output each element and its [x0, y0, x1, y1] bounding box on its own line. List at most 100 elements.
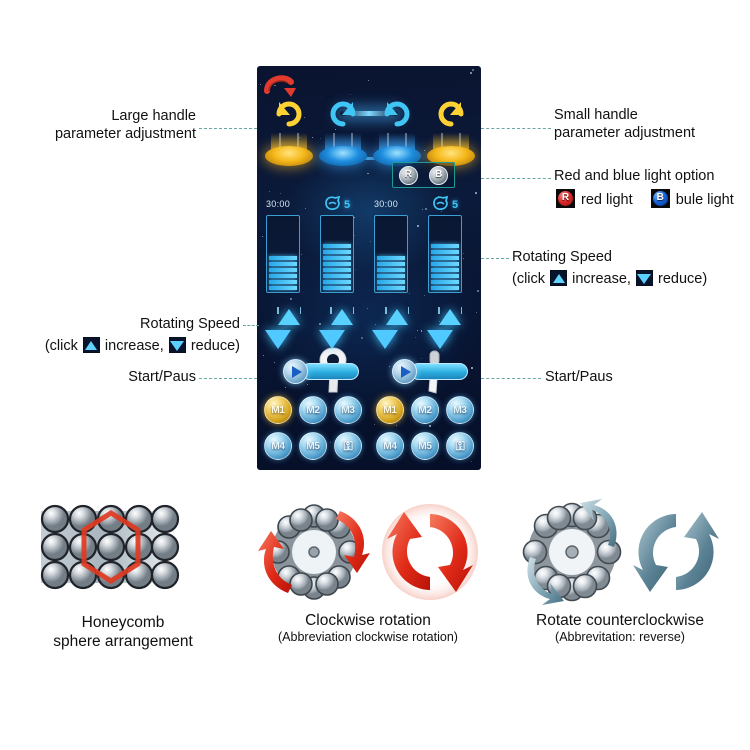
rot-left-mid: increase, — [104, 337, 164, 354]
channel-3-slider[interactable] — [374, 215, 408, 293]
diagram-ccw-title1: Rotate counterclockwise — [536, 612, 704, 629]
red-light-badge-icon: R — [556, 188, 575, 208]
callout-light-option-legend: R red light B bule light — [554, 188, 734, 210]
channel-3-timer[interactable]: 30:00 — [374, 199, 399, 209]
memory-button-m2[interactable]: M2 — [411, 396, 439, 424]
slider-segment — [431, 286, 459, 290]
memory-button-m4[interactable]: M4 — [376, 432, 404, 460]
rot-right-pre: (click — [512, 270, 546, 287]
lock-glyph: ⚿ — [455, 439, 465, 453]
leader-line-start-pause-left — [199, 378, 257, 379]
save-lock-icon[interactable]: ⚿ — [334, 432, 362, 460]
save-lock-icon[interactable]: ⚿ — [446, 432, 474, 460]
rotate-ccw-icon — [325, 96, 361, 135]
speed-increase-button-1[interactable] — [276, 306, 302, 328]
start-pause-row — [257, 359, 481, 389]
handle-3-small-right[interactable] — [371, 95, 423, 167]
memory-button-m2[interactable]: M2 — [299, 396, 327, 424]
memory-button-m5[interactable]: M5 — [299, 432, 327, 460]
channel-4-slider-fill — [429, 242, 461, 292]
toggle-track — [410, 363, 468, 380]
speed-decrease-button-4[interactable] — [425, 328, 455, 350]
speed-increase-button-3[interactable] — [384, 306, 410, 328]
speed-decrease-button-2[interactable] — [317, 328, 347, 350]
callout-large-handle-line2: parameter adjustment — [54, 125, 196, 142]
rotate-cw-icon — [379, 96, 415, 135]
clockwise-rotation-image — [258, 504, 478, 600]
start-pause-toggle-right[interactable] — [392, 359, 468, 384]
handle-1-large-left[interactable] — [263, 95, 315, 167]
channel-2-header: 5 — [317, 195, 373, 214]
honeycomb-sphere-image — [40, 504, 180, 590]
red-light-button[interactable]: R — [398, 165, 418, 185]
start-pause-toggle-left[interactable] — [283, 359, 359, 384]
callout-large-handle-line1: Large handle — [111, 108, 196, 124]
leader-line-rot-speed-right — [481, 258, 509, 259]
memory-button-m5[interactable]: M5 — [411, 432, 439, 460]
center-glow-bar-lower — [349, 157, 389, 160]
toggle-track — [301, 363, 359, 380]
blue-light-button[interactable]: B — [429, 165, 449, 185]
slider-segment — [377, 268, 405, 272]
intensity-icon: 5 — [431, 194, 458, 211]
channel-1-header: 30:00 — [263, 199, 319, 214]
memory-button-m3[interactable]: M3 — [446, 396, 474, 424]
slider-segment — [431, 280, 459, 284]
callout-start-pause-right-text: Start/Paus — [545, 369, 613, 385]
slider-segment — [431, 274, 459, 278]
leader-line-large-handle — [199, 128, 257, 129]
slider-segment — [269, 280, 297, 284]
memory-button-m3[interactable]: M3 — [334, 396, 362, 424]
light-option-group: R B — [392, 162, 455, 188]
slider-segment — [377, 256, 405, 260]
speed-increase-button-2[interactable] — [329, 306, 355, 328]
channel-3: 30:00 — [371, 199, 427, 293]
channel-2-slider-fill — [321, 242, 353, 292]
speed-decrease-button-1[interactable] — [263, 328, 293, 350]
memory-button-m4[interactable]: M4 — [264, 432, 292, 460]
slider-segment — [269, 268, 297, 272]
callout-large-handle: Large handle parameter adjustment — [0, 108, 196, 143]
slider-segment — [269, 262, 297, 266]
channel-1-slider[interactable] — [266, 215, 300, 293]
channel-4-slider[interactable] — [428, 215, 462, 293]
speed-decrease-button-3[interactable] — [370, 328, 400, 350]
blue-light-badge-icon: B — [650, 188, 670, 208]
rot-left-post: reduce) — [190, 337, 240, 354]
diagram-ccw-sub: (Abbrevitation: reverse) — [555, 630, 685, 645]
play-icon — [401, 365, 411, 378]
channel-4: 5 — [425, 195, 481, 293]
callout-rot-speed-left-detail: (click increase, reduce) — [0, 336, 240, 356]
slider-segment — [323, 262, 351, 266]
slider-segment — [431, 268, 459, 272]
memory-button-m1[interactable]: M1 — [264, 396, 292, 424]
handle-2-small-left[interactable] — [317, 95, 369, 167]
leader-line-start-pause-right — [481, 378, 541, 379]
channel-1-timer[interactable]: 30:00 — [266, 199, 291, 209]
channel-3-slider-fill — [375, 254, 407, 292]
channel-2-slider[interactable] — [320, 215, 354, 293]
speed-increase-button-4[interactable] — [437, 306, 463, 328]
rot-right-mid: increase, — [572, 270, 631, 287]
toggle-knob[interactable] — [283, 359, 308, 384]
callout-light-option-title: Red and blue light option — [554, 168, 715, 184]
slider-segment — [377, 280, 405, 284]
channel-slider-row: 30:00 5 30:00 — [257, 195, 481, 394]
callout-small-handle-line2: parameter adjustment — [554, 124, 696, 141]
decrease-triangle-icon — [635, 269, 653, 286]
device-control-panel: R B 30:00 5 — [257, 66, 481, 470]
memory-button-m1[interactable]: M1 — [376, 396, 404, 424]
slider-segment — [431, 250, 459, 254]
callout-rot-speed-right-detail: (click increase, reduce) — [512, 269, 707, 289]
diagram-clockwise-title1: Clockwise rotation — [305, 612, 431, 629]
rotation-handle-row — [257, 95, 481, 167]
lock-glyph: ⚿ — [343, 439, 353, 453]
leader-line-rot-speed-left — [243, 325, 259, 326]
toggle-knob[interactable] — [392, 359, 417, 384]
diagram-honeycomb: Honeycomb sphere arrangement — [8, 497, 238, 652]
handle-4-large-right[interactable] — [425, 95, 477, 167]
curved-arrow-icon — [263, 72, 297, 100]
